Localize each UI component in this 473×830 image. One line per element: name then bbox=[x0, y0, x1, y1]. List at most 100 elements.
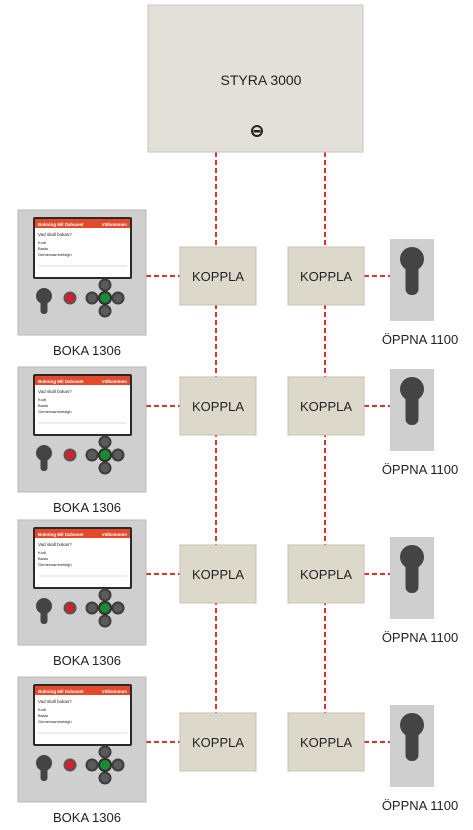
screen-option[interactable]: Kodl bbox=[38, 397, 46, 402]
red-button[interactable] bbox=[63, 601, 77, 615]
coupler-left-1: KOPPLA bbox=[179, 246, 257, 306]
nav-left-button[interactable] bbox=[85, 601, 99, 615]
screen-header bbox=[35, 376, 130, 385]
screen-option[interactable]: Kodl bbox=[38, 707, 46, 712]
coupler-left-3: KOPPLA bbox=[179, 544, 257, 604]
connector-lines bbox=[146, 152, 390, 743]
coupler-right-3: KOPPLA bbox=[287, 544, 365, 604]
screen-header-right: Välkommen bbox=[102, 379, 128, 384]
door-opener-3: ÖPPNA 1100 bbox=[382, 537, 458, 645]
couplers-left: KOPPLA KOPPLA KOPPLA KOPPLA bbox=[179, 246, 257, 772]
screen-option[interactable]: Kodl bbox=[38, 240, 46, 245]
nav-up-button[interactable] bbox=[98, 588, 112, 602]
screen-header-left: Bokning Mil Dalvanet bbox=[38, 689, 84, 694]
screen-header-right: Välkommen bbox=[102, 222, 128, 227]
red-button[interactable] bbox=[63, 448, 77, 462]
display-screen bbox=[35, 686, 130, 744]
screen-option[interactable]: Bastu bbox=[38, 246, 48, 251]
coupler-right-2: KOPPLA bbox=[287, 376, 365, 436]
lock-cylinder-icon bbox=[400, 377, 424, 425]
panel-label: BOKA 1306 bbox=[53, 653, 121, 668]
nav-right-button[interactable] bbox=[111, 601, 125, 615]
door-opener-2: ÖPPNA 1100 bbox=[382, 369, 458, 477]
screen-option[interactable]: Bastu bbox=[38, 403, 48, 408]
screen-option[interactable]: Gemensamhetslgh bbox=[38, 562, 72, 567]
nav-ok-button[interactable] bbox=[98, 758, 112, 772]
controller-styra-3000: STYRA 3000 bbox=[147, 4, 364, 153]
lock-cylinder-icon bbox=[400, 713, 424, 761]
screen-header-left: Bokning Mil Dalvanet bbox=[38, 532, 84, 537]
panel-label: BOKA 1306 bbox=[53, 810, 121, 825]
screen-option[interactable]: Gemensamhetslgh bbox=[38, 409, 72, 414]
nav-up-button[interactable] bbox=[98, 745, 112, 759]
screen-option[interactable]: Gemensamhetslgh bbox=[38, 252, 72, 257]
screen-question: Vad skall bokas? bbox=[38, 699, 72, 704]
key-cylinder-icon bbox=[36, 288, 52, 314]
coupler-label: KOPPLA bbox=[300, 735, 352, 750]
key-cylinder-icon bbox=[36, 598, 52, 624]
nav-down-button[interactable] bbox=[98, 461, 112, 475]
nav-right-button[interactable] bbox=[111, 758, 125, 772]
display-screen bbox=[35, 376, 130, 434]
keyhole-icon bbox=[251, 125, 263, 137]
coupler-box bbox=[179, 376, 257, 436]
door-opener-1: ÖPPNA 1100 bbox=[382, 239, 458, 347]
nav-down-button[interactable] bbox=[98, 771, 112, 785]
nav-right-button[interactable] bbox=[111, 291, 125, 305]
nav-left-button[interactable] bbox=[85, 448, 99, 462]
nav-left-button[interactable] bbox=[85, 291, 99, 305]
coupler-label: KOPPLA bbox=[300, 567, 352, 582]
nav-ok-button[interactable] bbox=[98, 291, 112, 305]
coupler-label: KOPPLA bbox=[192, 399, 244, 414]
screen-header-right: Välkommen bbox=[102, 689, 128, 694]
screen-header bbox=[35, 686, 130, 695]
couplers-right: KOPPLA KOPPLA KOPPLA KOPPLA bbox=[287, 246, 365, 772]
opener-label: ÖPPNA 1100 bbox=[382, 630, 458, 645]
screen-header-left: Bokning Mil Dalvanet bbox=[38, 222, 84, 227]
coupler-box bbox=[287, 712, 365, 772]
screen-question: Vad skall bokas? bbox=[38, 389, 72, 394]
panel-label: BOKA 1306 bbox=[53, 343, 121, 358]
red-button[interactable] bbox=[63, 291, 77, 305]
opener-label: ÖPPNA 1100 bbox=[382, 462, 458, 477]
nav-left-button[interactable] bbox=[85, 758, 99, 772]
coupler-left-2: KOPPLA bbox=[179, 376, 257, 436]
red-button[interactable] bbox=[63, 758, 77, 772]
screen-header bbox=[35, 529, 130, 538]
controller-box bbox=[147, 4, 364, 153]
screen-option[interactable]: Bastu bbox=[38, 556, 48, 561]
coupler-left-4: KOPPLA bbox=[179, 712, 257, 772]
nav-ok-button[interactable] bbox=[98, 448, 112, 462]
opener-label: ÖPPNA 1100 bbox=[382, 332, 458, 347]
nav-down-button[interactable] bbox=[98, 614, 112, 628]
panel-label: BOKA 1306 bbox=[53, 500, 121, 515]
lock-cylinder-icon bbox=[400, 545, 424, 593]
coupler-box bbox=[179, 246, 257, 306]
nav-down-button[interactable] bbox=[98, 304, 112, 318]
screen-option[interactable]: Gemensamhetslgh bbox=[38, 719, 72, 724]
coupler-label: KOPPLA bbox=[192, 567, 244, 582]
screen-question: Vad skall bokas? bbox=[38, 232, 72, 237]
opener-label: ÖPPNA 1100 bbox=[382, 798, 458, 813]
screen-option[interactable]: Bastu bbox=[38, 713, 48, 718]
coupler-label: KOPPLA bbox=[300, 399, 352, 414]
screen-option[interactable]: Kodl bbox=[38, 550, 46, 555]
key-cylinder-icon bbox=[36, 445, 52, 471]
nav-ok-button[interactable] bbox=[98, 601, 112, 615]
nav-up-button[interactable] bbox=[98, 278, 112, 292]
display-screen bbox=[35, 219, 130, 277]
coupler-box bbox=[287, 246, 365, 306]
coupler-right-4: KOPPLA bbox=[287, 712, 365, 772]
nav-up-button[interactable] bbox=[98, 435, 112, 449]
coupler-right-1: KOPPLA bbox=[287, 246, 365, 306]
nav-right-button[interactable] bbox=[111, 448, 125, 462]
coupler-box bbox=[179, 544, 257, 604]
lock-cylinder-icon bbox=[400, 247, 424, 295]
coupler-box bbox=[287, 376, 365, 436]
